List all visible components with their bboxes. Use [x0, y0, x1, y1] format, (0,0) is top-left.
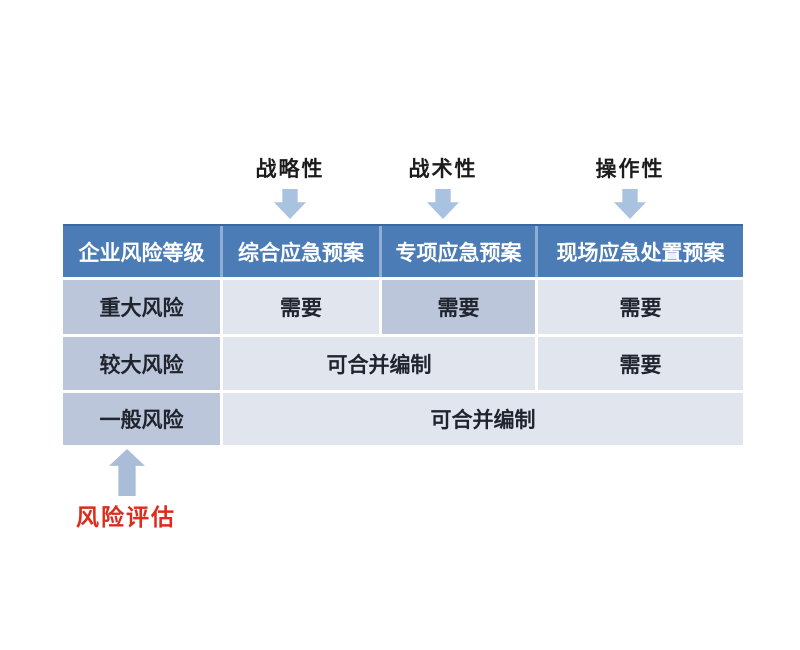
annotation-tactical: 战术性: [383, 156, 503, 219]
up-arrow-icon: [109, 449, 145, 496]
table-cell-merged: 可合并编制: [223, 337, 535, 390]
risk-level-cell: 较大风险: [63, 337, 220, 390]
table-cell: 需要: [382, 280, 535, 334]
header-cell-onsite-plan: 现场应急处置预案: [535, 226, 743, 277]
table-cell-merged: 可合并编制: [223, 393, 743, 445]
down-arrow-icon: [274, 189, 306, 219]
header-cell-comprehensive-plan: 综合应急预案: [220, 226, 379, 277]
risk-plan-table: 企业风险等级 综合应急预案 专项应急预案 现场应急处置预案 重大风险 需要 需要…: [63, 224, 743, 445]
table-header-row: 企业风险等级 综合应急预案 专项应急预案 现场应急处置预案: [63, 224, 743, 277]
risk-assessment-label: 风险评估: [76, 504, 176, 531]
annotation-operational: 操作性: [570, 156, 690, 219]
table-cell: 需要: [223, 280, 379, 334]
strategic-label: 战略性: [255, 156, 325, 181]
down-arrow-icon: [614, 189, 646, 219]
header-cell-risk-level: 企业风险等级: [78, 241, 205, 265]
operational-label: 操作性: [595, 156, 665, 181]
risk-level-cell: 一般风险: [63, 393, 220, 445]
table-cell: 需要: [538, 280, 743, 334]
table-cell: 需要: [538, 337, 743, 390]
annotation-strategic: 战略性: [230, 156, 350, 219]
down-arrow-icon: [427, 189, 459, 219]
header-cell-special-plan: 专项应急预案: [379, 226, 535, 277]
risk-level-cell: 重大风险: [63, 280, 220, 334]
tactical-label: 战术性: [408, 156, 478, 181]
